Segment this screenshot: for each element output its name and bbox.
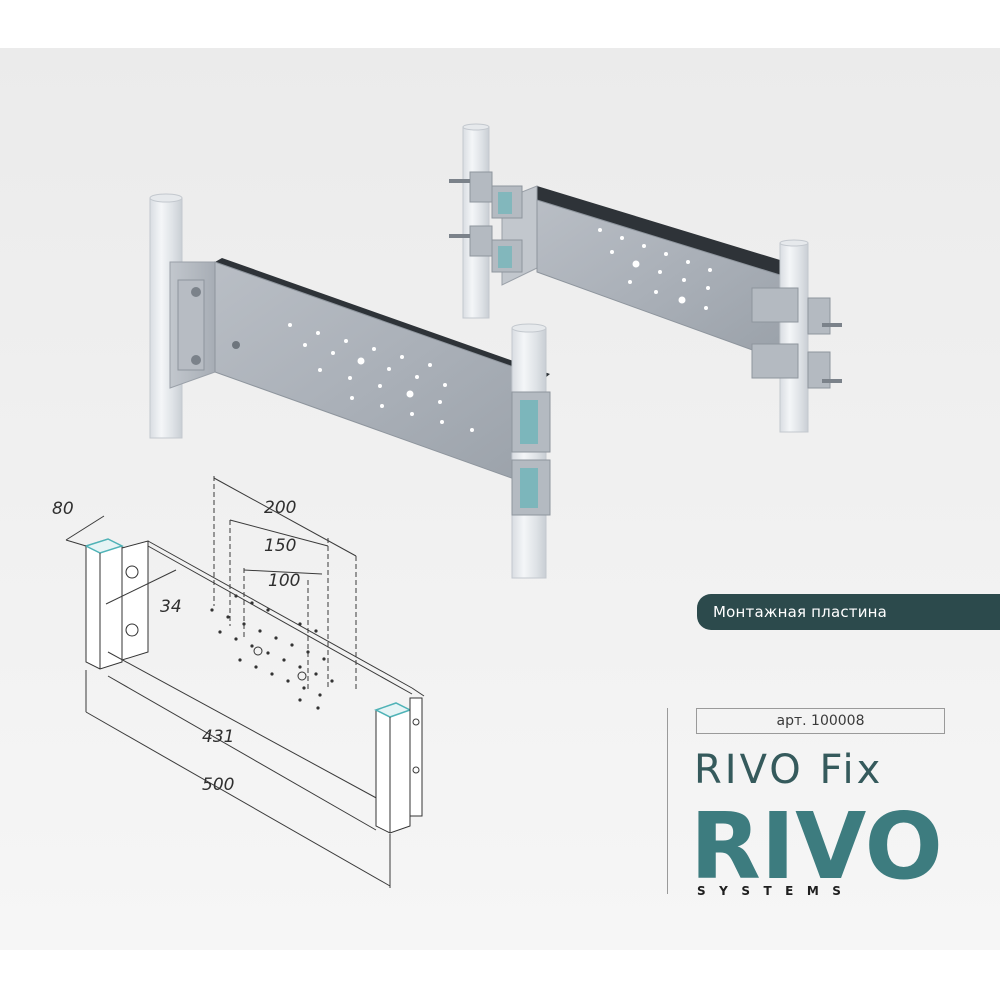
product-title: RIVO Fix [694,747,884,793]
mounting-plate-render-back [449,123,842,433]
dimension-label-150: 150 [264,536,296,556]
plate-outline-holes [210,594,334,710]
article-number: арт. 100008 [696,708,945,734]
dimension-label-34: 34 [160,597,182,617]
mounting-plate-render-front [149,193,551,579]
profile-left [84,538,149,670]
plate-outline [107,540,425,801]
caption-banner: Монтажная пластина [697,594,1000,630]
plate-back [491,185,781,361]
dimension-label-431: 431 [202,727,234,747]
post-back-right [751,239,842,433]
plate-front [169,258,550,491]
mounting-plate-dimension-drawing [65,476,425,888]
dimension-label-100: 100 [268,571,300,591]
brand-logo: RIVO [690,793,943,900]
post-back-left [449,123,493,319]
post-right [511,323,551,579]
dimension-label-80: 80 [52,499,74,519]
divider-line [667,708,668,894]
plate-back-holes [598,228,712,310]
brand-logo-subtitle: SYSTEMS [697,884,855,898]
dimension-label-500: 500 [202,775,234,795]
dimension-label-200: 200 [264,498,296,518]
plate-front-holes [288,323,474,432]
profile-right [374,697,423,834]
